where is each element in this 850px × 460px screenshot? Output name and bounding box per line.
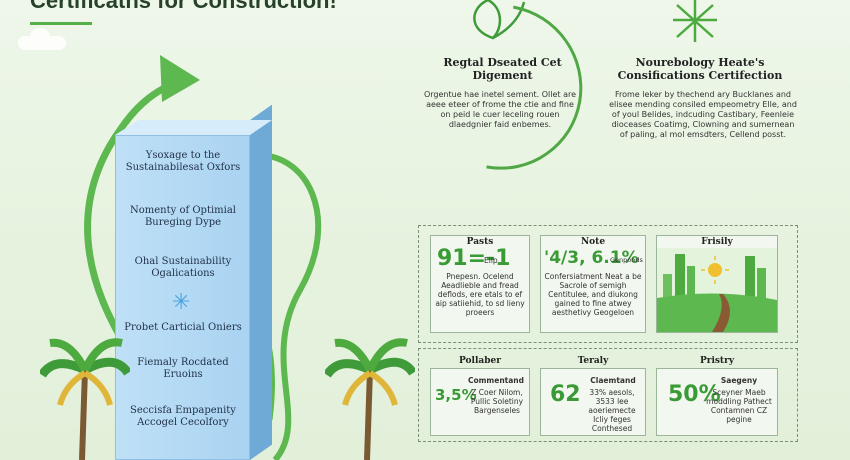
- stat-value: '4/3, 6.1%: [544, 248, 639, 268]
- stat-heading: Saegeny: [720, 376, 758, 385]
- stat-card-label: Pasts: [466, 237, 494, 247]
- title-underline: [30, 22, 92, 25]
- stat-text: Pnepesn. Ocelend Aeadlieble and fread de…: [435, 272, 525, 317]
- pillar-item-1: Ysoxage to the Sustainabilesat Oxfors: [125, 150, 241, 173]
- stat-heading: Commentand: [467, 376, 525, 385]
- pillar-item-3: Ohal Sustainability Ogalications: [134, 256, 232, 279]
- stat-card-teraly: [540, 368, 646, 436]
- pillar-item-5: Fiemaly Rocdated Eruoins: [137, 357, 229, 380]
- right-body: Frome leker by thechend ary Bucklanes an…: [609, 90, 797, 139]
- stat-card-pollaber: [430, 368, 530, 436]
- stat-heading: Claemtand: [590, 376, 636, 385]
- leaf-icon: [473, 0, 526, 40]
- stat-card-label: Pollaber: [459, 356, 501, 366]
- pillar-side: [250, 104, 272, 460]
- palm-tree-icon: [40, 338, 130, 460]
- right-title: Nourebology Heate's Consifications Certi…: [617, 56, 783, 82]
- sun-burst-icon: [673, 0, 717, 42]
- pillar-item-2: Nomenty of Optimial Bureging Dype: [129, 205, 236, 228]
- stat-card-pristry: [656, 368, 778, 436]
- center-body: Orgentue hae inetel sement. Ollet are ae…: [423, 90, 577, 129]
- stat-card-label: Pristry: [699, 356, 735, 366]
- palm-tree-icon: [325, 338, 415, 460]
- stat-value: 91=-1: [437, 246, 511, 271]
- stat-card-label: Note: [580, 237, 606, 247]
- green-city-illustration: [657, 248, 777, 332]
- stat-text: Sceyner Maeb moddling Pathect Contamnen …: [706, 388, 772, 424]
- stat-text: Z Coer Nilom, Pullic Soletiny Bargensele…: [470, 388, 524, 415]
- center-title: Regtal Dseated Cet Digement: [443, 56, 562, 82]
- stat-text: Confersiatment Neat a be Sacrole of semi…: [544, 272, 642, 317]
- stat-value: 62: [550, 382, 581, 407]
- stat-card-pasts: [430, 235, 530, 333]
- cloud-icon: [18, 28, 66, 50]
- pillar-item-6: Seccisfa Empapenity Accogel Cecolfory: [130, 405, 236, 428]
- stats-panel-top: [418, 225, 798, 343]
- stat-unit: Genponds: [610, 256, 643, 264]
- stat-value: 50%: [668, 382, 721, 407]
- pillar-top: [115, 120, 272, 135]
- stat-value: 3,5%: [435, 386, 477, 404]
- stat-card-label: Frisily: [701, 237, 733, 247]
- stat-unit: Eilp: [484, 256, 498, 265]
- stat-text: 33% aesols, 3533 lee aoeriemecte Icliy f…: [588, 388, 636, 433]
- stats-panel-bottom: [418, 348, 798, 442]
- pillar-item-4: Probet Carticial Oniers: [124, 322, 242, 333]
- snowflake-icon: ✳: [172, 290, 191, 315]
- stat-card-label: Teraly: [577, 356, 609, 366]
- page-title: Certificaths for Construction!: [30, 0, 337, 13]
- stat-card-note: [540, 235, 646, 333]
